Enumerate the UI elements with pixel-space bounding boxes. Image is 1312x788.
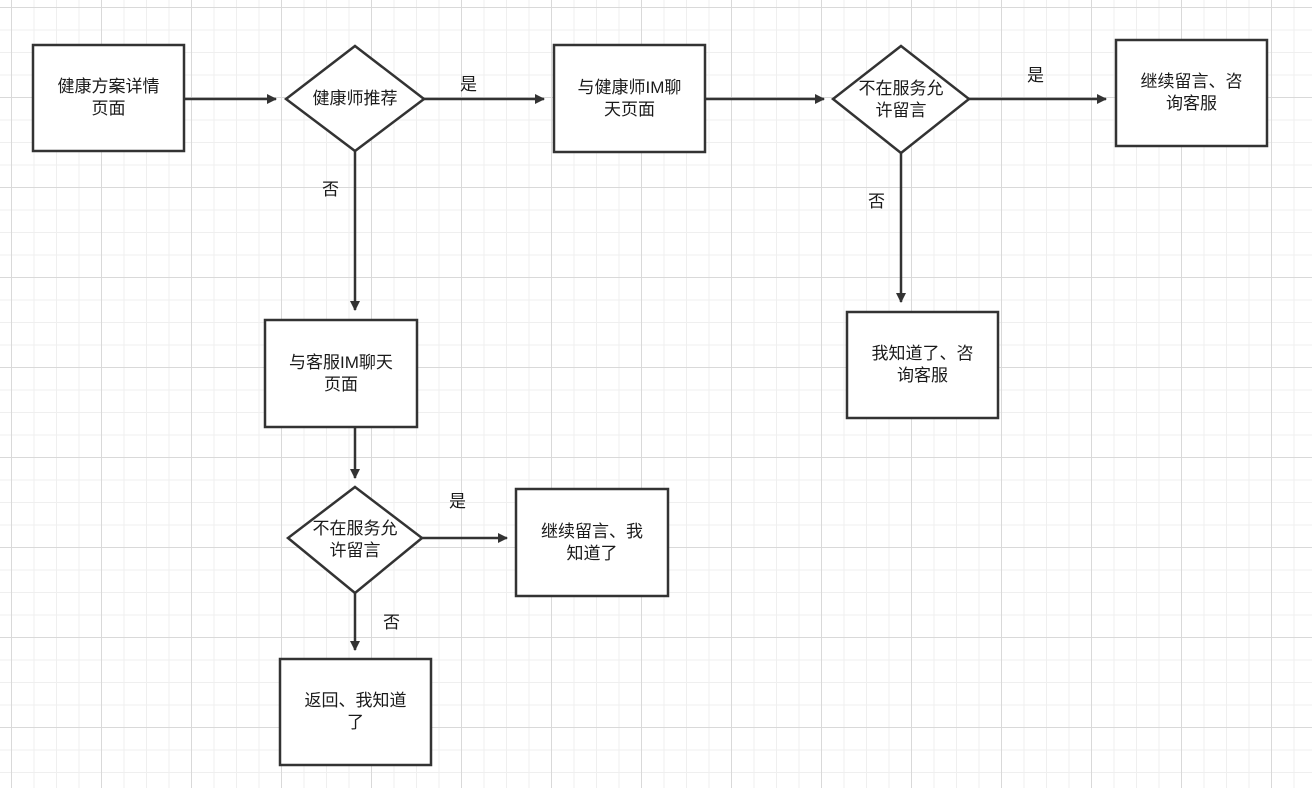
back-got-it-box <box>278 657 433 767</box>
edge-label-no-bottom: 否 <box>383 613 400 632</box>
plan-detail-box <box>31 43 186 153</box>
service-check-bottom-diamond <box>285 485 425 595</box>
edge-label-yes-top: 是 <box>1027 66 1044 85</box>
edge-label-no-top: 否 <box>868 192 885 211</box>
cs-im-chat-box <box>263 318 419 429</box>
edge-label-no-recommend: 否 <box>322 180 339 199</box>
continue-msg-got-it-box <box>514 487 670 598</box>
coach-recommend-diamond <box>283 44 427 153</box>
edge-label-yes-recommend: 是 <box>460 75 477 94</box>
edge-label-yes-bottom: 是 <box>449 492 466 511</box>
continue-msg-consult-box <box>1114 38 1269 148</box>
got-it-consult-box <box>845 310 1000 420</box>
service-check-top-diamond <box>830 44 972 155</box>
coach-im-chat-box <box>552 43 707 154</box>
